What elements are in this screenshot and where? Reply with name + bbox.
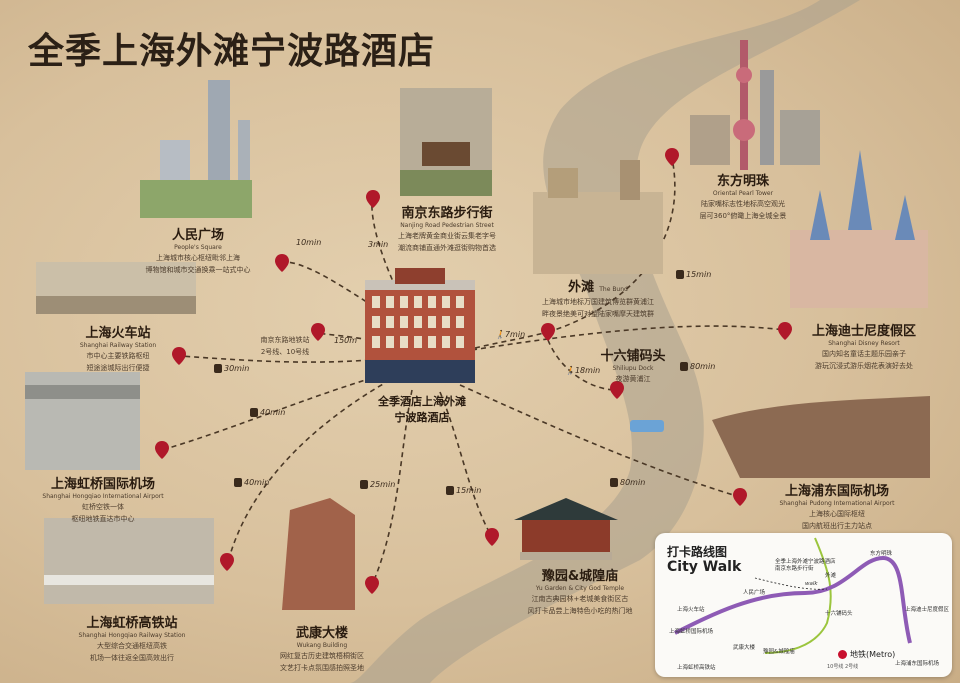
pin-oriental-pearl-icon[interactable]: [665, 148, 679, 166]
page-title: 全季上海外滩宁波路酒店: [28, 31, 436, 72]
pin-nanjing-metro-icon[interactable]: [311, 323, 325, 341]
inset-title-en: City Walk: [667, 559, 742, 575]
hongqiao-station-illustration: [44, 518, 214, 604]
poi-oriental-pearl[interactable]: 东方明珠 Oriental Pearl Tower 陆家嘴标志性地标高空观光 层…: [699, 174, 787, 220]
distance-pearl: 15min: [676, 270, 711, 279]
inset-route-lines: [674, 537, 912, 654]
inset-label-disney: 上海迪士尼度假区: [905, 607, 950, 613]
metro-icon: [446, 486, 454, 495]
distance-wukang: 25min: [360, 480, 395, 489]
poi-peoples-square[interactable]: 人民广场 People's Square 上海城市核心枢纽毗邻上海 博物馆和城市…: [145, 228, 251, 274]
shiliupu-boat-icon: [630, 420, 664, 432]
distance-railway: 30min: [214, 364, 249, 373]
hotel-label[interactable]: 全季酒店上海外滩 宁波路酒店: [352, 393, 492, 425]
yuyuan-illustration: [514, 498, 618, 560]
wukang-building-illustration: [282, 498, 355, 610]
pin-shiliupu-icon[interactable]: [610, 381, 624, 399]
distance-nanjing-metro: 150m: [334, 336, 358, 345]
poi-nanjing-road[interactable]: 南京东路步行街 Nanjing Road Pedestrian Street 上…: [398, 206, 496, 252]
distance-pudong-airport: 80min: [610, 478, 645, 487]
pin-pudong-airport-icon[interactable]: [733, 488, 747, 506]
pudong-airport-illustration: [712, 396, 930, 478]
hotel-name-line1: 全季酒店上海外滩: [378, 395, 466, 408]
hotel-illustration: [365, 268, 475, 383]
pin-hongqiao-airport-icon[interactable]: [155, 441, 169, 459]
bund-illustration: [533, 160, 663, 274]
city-walk-inset[interactable]: 打卡路线图 City Walk 全季上海外滩宁波路酒店 南京东路步行街 人民广场…: [655, 533, 952, 677]
pin-hongqiao-station-icon[interactable]: [220, 553, 234, 571]
pin-yuyuan-icon[interactable]: [485, 528, 499, 546]
inset-title-cn: 打卡路线图: [667, 545, 728, 559]
poi-wukang[interactable]: 武康大楼 Wukang Building 网红复古历史建筑梧桐街区 文艺打卡点氛…: [280, 626, 364, 672]
peoples-square-illustration: [140, 80, 252, 218]
metro-icon: [676, 270, 684, 279]
inset-label-hongqiao-airport: 上海虹桥国际机场: [669, 629, 714, 635]
metro-icon: [360, 480, 368, 489]
oriental-pearl-illustration: [690, 40, 820, 170]
pin-peoples-square-icon[interactable]: [275, 254, 289, 272]
nanjing-road-illustration: [400, 88, 492, 196]
inset-metro-label: 地铁(Metro): [838, 649, 895, 660]
poi-hongqiao-airport[interactable]: 上海虹桥国际机场 Shanghai Hongqiao International…: [42, 477, 164, 523]
distance-yuyuan: 15min: [446, 486, 481, 495]
poi-the-bund[interactable]: 外滩 The Bund 上海城市地标万国建筑博览群黄浦江 畔夜景绝美可对望陆家嘴…: [542, 280, 654, 318]
inset-legend: 10号线 2号线: [827, 664, 859, 670]
inset-walk-label: walk: [805, 581, 818, 587]
pin-disney-icon[interactable]: [778, 322, 792, 340]
poi-pudong-airport[interactable]: 上海浦东国际机场 Shanghai Pudong International A…: [779, 484, 895, 530]
pin-bund-icon[interactable]: [541, 323, 555, 341]
walk-icon: 🚶: [495, 330, 505, 339]
inset-label-pudong: 上海浦东国际机场: [895, 661, 940, 667]
distance-bund: 🚶7min: [495, 330, 526, 339]
inset-label-shiliupu: 十六铺码头: [825, 611, 853, 617]
distance-peoples-square: 10min: [296, 238, 322, 247]
nanjing-metro-label[interactable]: 南京东路地铁站 2号线、10号线: [260, 336, 310, 356]
distance-hongqiao-airport: 40min: [250, 408, 285, 417]
huangpu-river: [350, 0, 860, 683]
distance-nanjing-road: 3min: [368, 240, 389, 249]
inset-label-yuyuan: 豫园&城隍庙: [763, 649, 795, 655]
pin-nanjing-road-icon[interactable]: [366, 190, 380, 208]
distance-hongqiao-station: 40min: [234, 478, 269, 487]
metro-icon: [250, 408, 258, 417]
metro-icon: [214, 364, 222, 373]
pin-wukang-icon[interactable]: [365, 576, 379, 594]
metro-icon: [610, 478, 618, 487]
walk-icon: 🚶: [565, 366, 575, 375]
poi-hongqiao-station[interactable]: 上海虹桥高铁站 Shanghai Hongqiao Railway Statio…: [78, 616, 186, 662]
distance-shiliupu: 🚶18min: [565, 366, 601, 375]
hongqiao-airport-illustration: [25, 372, 140, 470]
hotel-name-line2: 宁波路酒店: [394, 411, 450, 424]
metro-icon: [234, 478, 242, 487]
inset-label-hotel: 全季上海外滩宁波路酒店: [775, 559, 836, 565]
inset-label-hongqiao-station: 上海虹桥高铁站: [677, 665, 716, 671]
inset-label-pearl: 东方明珠: [870, 551, 893, 557]
metro-logo-icon: [838, 650, 847, 659]
distance-disney: 80min: [680, 362, 715, 371]
inset-label-bund: 外滩: [825, 573, 837, 579]
poi-shiliupu[interactable]: 十六铺码头 Shiliupu Dock 夜游黄浦江: [600, 349, 666, 383]
inset-label-wukang: 武康大楼: [733, 645, 756, 651]
metro-icon: [680, 362, 688, 371]
disney-castle-illustration: [790, 150, 928, 308]
inset-label-nanjing: 南京东路步行街: [775, 566, 814, 572]
poi-railway-station[interactable]: 上海火车站 Shanghai Railway Station 市中心主要铁路枢纽…: [79, 326, 157, 372]
poi-disney[interactable]: 上海迪士尼度假区 Shanghai Disney Resort 国内知名童话主题…: [811, 324, 916, 370]
inset-label-railway: 上海火车站: [677, 607, 705, 613]
poi-yuyuan[interactable]: 豫园&城隍庙 Yu Garden & City God Temple 江南古典园…: [527, 569, 633, 615]
inset-label-peoples: 人民广场: [743, 590, 766, 596]
railway-station-illustration: [36, 262, 196, 314]
pin-railway-station-icon[interactable]: [172, 347, 186, 365]
